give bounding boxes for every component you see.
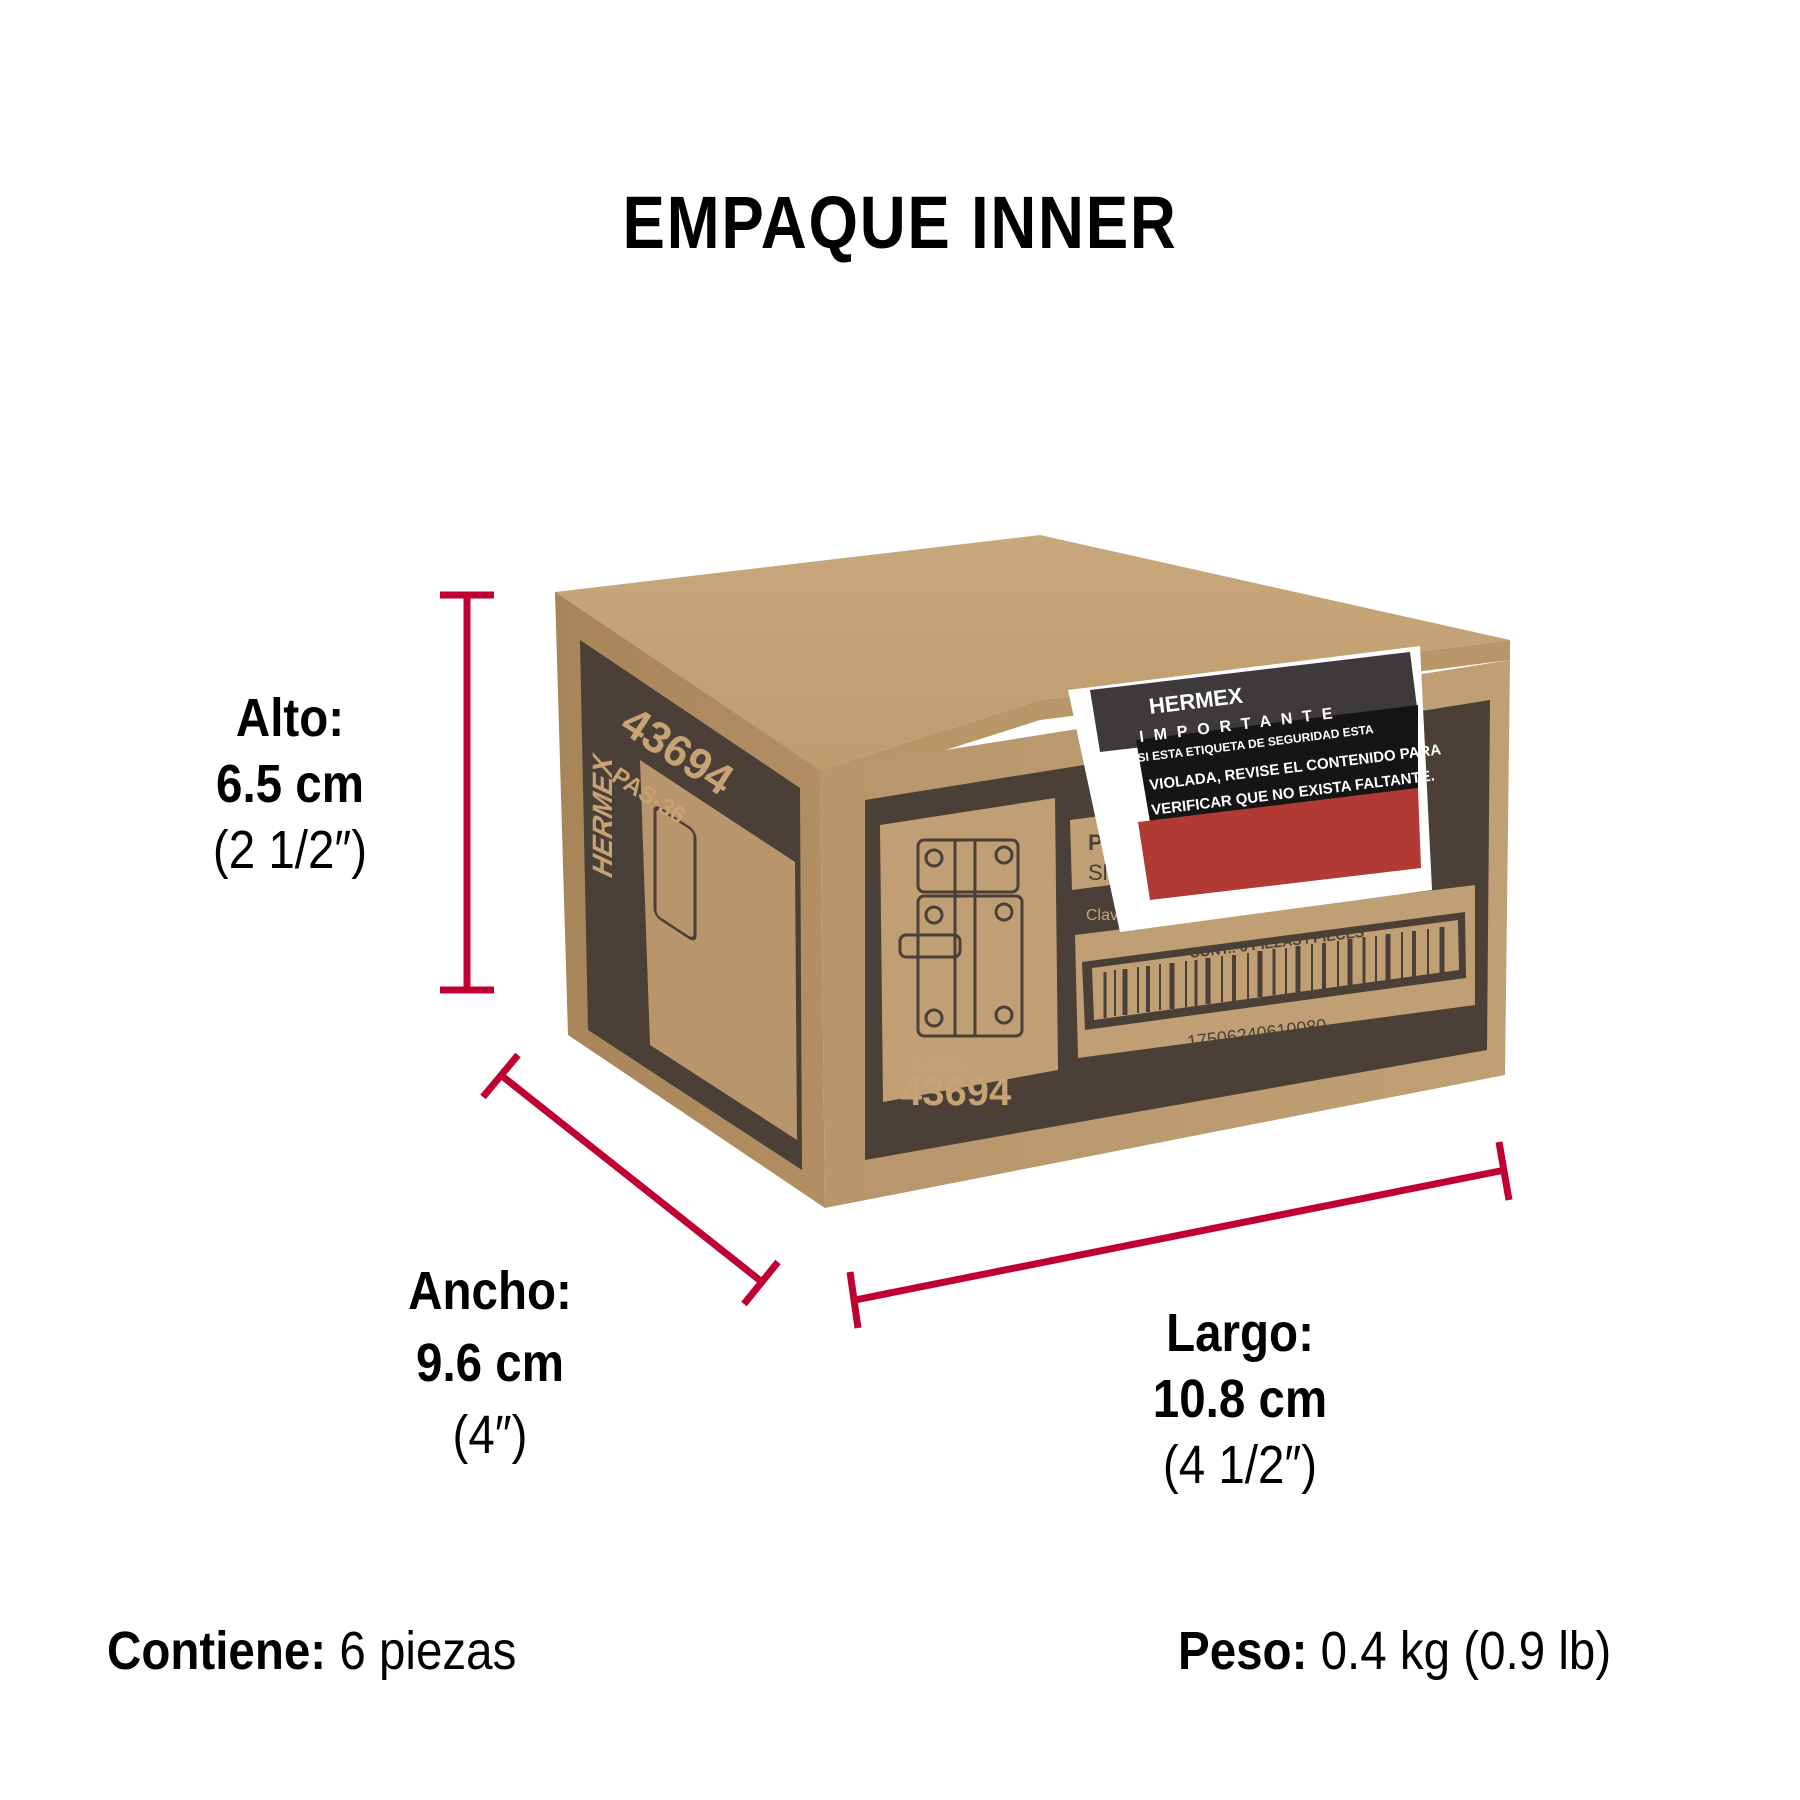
latch-drawing bbox=[898, 838, 1024, 1038]
length-value: 10.8 cm bbox=[1152, 1369, 1328, 1429]
width-imperial: (4″) bbox=[452, 1405, 528, 1465]
barcode bbox=[1103, 927, 1445, 1018]
security-label: HERMEX IMPORTANTE SI ESTA ETIQUETA DE SE… bbox=[1068, 646, 1442, 932]
width-dimension-line bbox=[480, 1052, 781, 1307]
contents-label: Contiene: bbox=[107, 1621, 327, 1681]
width-label-title: Ancho: bbox=[408, 1261, 572, 1321]
height-imperial: (2 1/2″) bbox=[212, 820, 368, 880]
weight-label: Peso: bbox=[1178, 1621, 1308, 1681]
side-brand-text: HERMEX bbox=[587, 748, 618, 883]
height-dimension-line bbox=[440, 591, 494, 994]
front-code: 43694 bbox=[900, 1070, 1012, 1114]
length-label: Largo: 10.8 cm (4 1/2″) bbox=[1117, 1300, 1363, 1498]
page-title: EMPAQUE INNER bbox=[622, 181, 1178, 264]
weight-value: 0.4 kg (0.9 lb) bbox=[1320, 1621, 1612, 1681]
length-label-title: Largo: bbox=[1166, 1303, 1314, 1363]
height-value: 6.5 cm bbox=[216, 754, 364, 814]
contents-value: 6 piezas bbox=[339, 1621, 517, 1681]
height-label-title: Alto: bbox=[235, 688, 345, 748]
length-imperial: (4 1/2″) bbox=[1162, 1435, 1318, 1495]
front-code-label: Código bbox=[910, 1054, 967, 1074]
box-top-face bbox=[555, 535, 1510, 770]
height-label: Alto: 6.5 cm (2 1/2″) bbox=[176, 685, 405, 883]
width-value: 9.6 cm bbox=[416, 1333, 564, 1393]
contents-info: Contiene: 6 piezas bbox=[107, 1620, 516, 1682]
length-dimension-line bbox=[846, 1141, 1513, 1329]
weight-info: Peso: 0.4 kg (0.9 lb) bbox=[1178, 1620, 1611, 1682]
width-label: Ancho: 9.6 cm (4″) bbox=[376, 1255, 605, 1471]
